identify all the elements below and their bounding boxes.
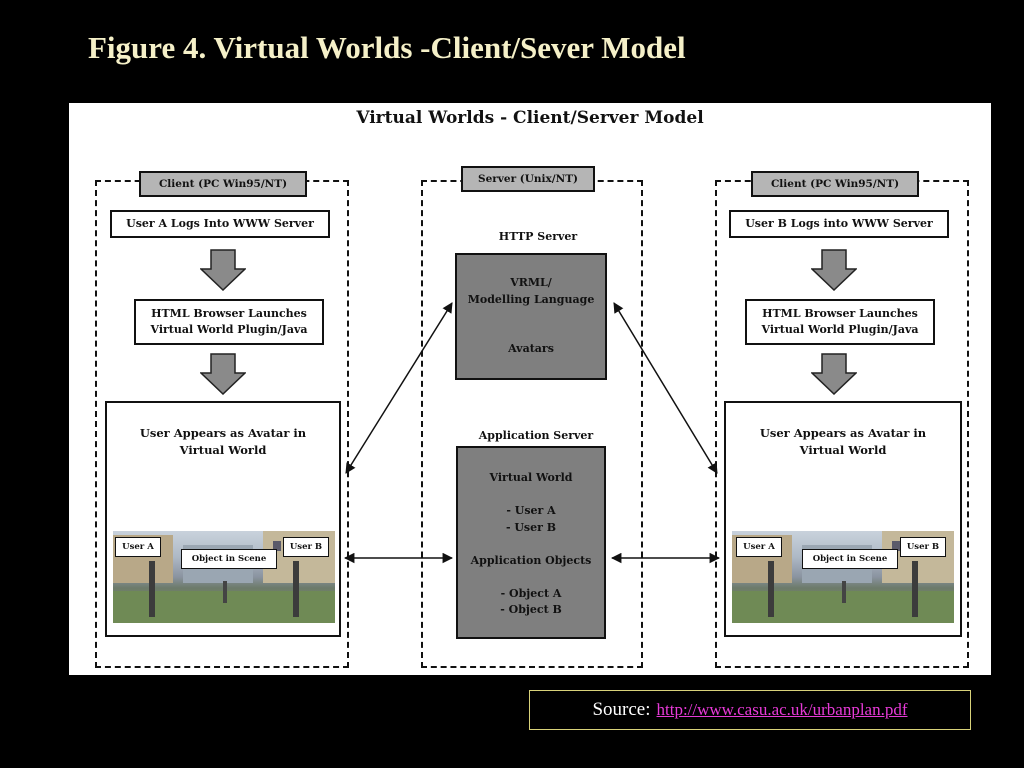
scene-label-user-a: User A	[736, 537, 782, 557]
client-a-scene-image: User A Object in Scene User B	[113, 531, 335, 623]
http-server-label: HTTP Server	[498, 230, 578, 243]
scene-label-object: Object in Scene	[181, 549, 277, 569]
application-server-box: Virtual World - User A - User B Applicat…	[456, 446, 606, 639]
source-link[interactable]: http://www.casu.ac.uk/urbanplan.pdf	[656, 700, 908, 719]
client-b-panel-text: User Appears as Avatar in Virtual World	[759, 426, 927, 457]
down-arrow-icon	[811, 249, 857, 291]
arrow-client-a-http	[345, 302, 453, 474]
client-b-step-browser: HTML Browser Launches Virtual World Plug…	[745, 299, 935, 345]
slide-title: Figure 4. Virtual Worlds -Client/Sever M…	[88, 30, 686, 65]
client-a-tag: Client (PC Win95/NT)	[139, 171, 307, 197]
down-arrow-icon	[200, 249, 246, 291]
scene-label-object: Object in Scene	[802, 549, 898, 569]
figure-title: Virtual Worlds - Client/Server Model	[356, 108, 704, 128]
client-a-step-browser: HTML Browser Launches Virtual World Plug…	[134, 299, 324, 345]
scene-label-user-b: User B	[900, 537, 946, 557]
arrow-client-b-http	[613, 302, 718, 474]
application-server-label: Application Server	[478, 429, 594, 442]
source-citation: Source: http://www.casu.ac.uk/urbanplan.…	[529, 690, 971, 730]
down-arrow-icon	[811, 353, 857, 395]
http-server-box: VRML/ Modelling Language Avatars	[455, 253, 607, 380]
diagram-figure: Virtual Worlds - Client/Server Model Cli…	[69, 103, 991, 675]
client-a-avatar-panel: User Appears as Avatar in Virtual World …	[105, 401, 341, 637]
scene-label-user-b: User B	[283, 537, 329, 557]
client-b-step-login: User B Logs into WWW Server	[729, 210, 949, 238]
source-label: Source:	[592, 699, 651, 720]
server-tag: Server (Unix/NT)	[461, 166, 595, 192]
client-a-step-login: User A Logs Into WWW Server	[110, 210, 330, 238]
client-b-tag: Client (PC Win95/NT)	[751, 171, 919, 197]
client-a-panel-text: User Appears as Avatar in Virtual World	[139, 426, 307, 457]
scene-label-user-a: User A	[115, 537, 161, 557]
down-arrow-icon	[200, 353, 246, 395]
connection-arrows	[343, 302, 721, 564]
client-b-scene-image: User A Object in Scene User B	[732, 531, 954, 623]
client-b-avatar-panel: User Appears as Avatar in Virtual World …	[724, 401, 962, 637]
